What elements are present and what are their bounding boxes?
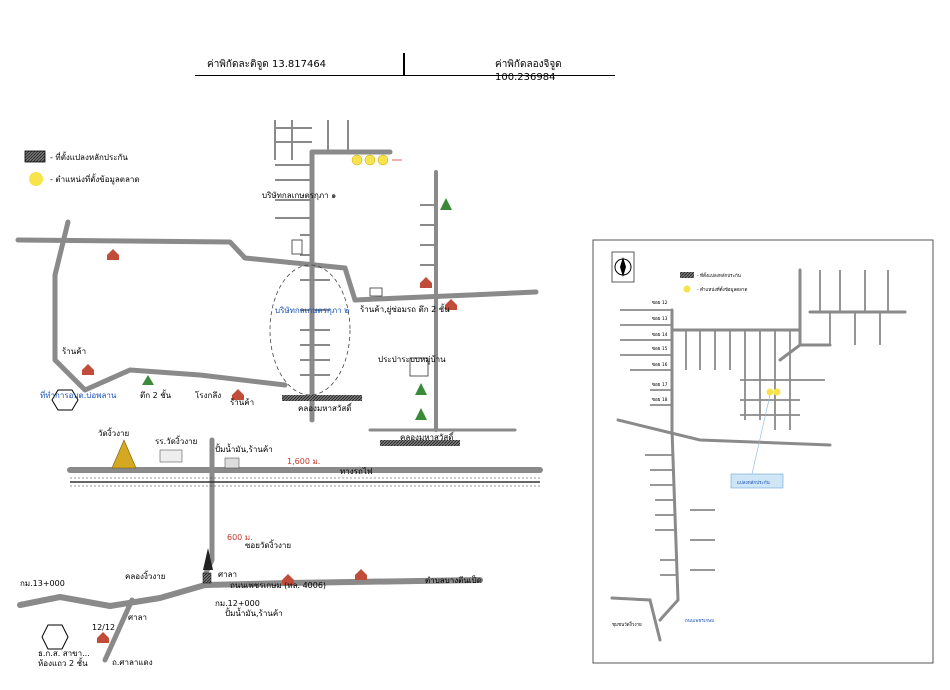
market-point-2 (364, 154, 376, 166)
store-icon (224, 457, 240, 469)
inset-map: - ที่ตั้งแปลงหลักประกัน - ตำแหน่งที่ตั้ง… (592, 239, 934, 664)
house-icon-6 (445, 299, 457, 310)
shop-mid-label: ร้านค้า (230, 398, 254, 407)
canal-block-right (380, 440, 460, 446)
road-upper-main (15, 237, 539, 303)
market-point-1 (351, 154, 363, 166)
road-left-loop (52, 219, 288, 393)
km-left-label: กม.13+000 (20, 579, 65, 588)
pavilion-1-label: ศาลา (218, 570, 237, 579)
house-icon-2 (82, 364, 94, 375)
store-house-label: ปั้มน้ำมัน,ร้านค้า (215, 443, 273, 454)
building-icon-1 (291, 239, 303, 255)
inset-legend-parcel-label: - ที่ตั้งแปลงหลักประกัน (697, 272, 741, 279)
house-icon-8 (97, 632, 109, 643)
distance-2-label: 600 ม. (227, 533, 253, 542)
inset-legend-parcel-swatch (680, 272, 694, 278)
hexagon-icon-1 (51, 389, 79, 411)
top-soi-lines (274, 120, 436, 376)
hexagon-icon-2 (41, 624, 69, 650)
village-middle-label: บริษัทกลเกษตรกุภา ๒ (275, 306, 349, 315)
inset-soi-label-6: ซอย 17 (652, 382, 668, 388)
inset-market-point-1 (766, 388, 774, 396)
canal-mid-label: คลองมหาสวัสดิ์ (298, 402, 353, 413)
km-mid-label: กม.12+000 (215, 599, 260, 608)
compass-needle-icon (620, 257, 626, 277)
parcel-marker (202, 572, 212, 584)
inset-legend-market-swatch (683, 285, 691, 293)
inset-callout-line (751, 394, 771, 475)
parcel-area-oval (269, 264, 351, 396)
canal-block-mid (282, 395, 362, 401)
latitude-label: ค่าพิกัดละติจูด 13.817464 (207, 59, 327, 70)
road-bottom-label: ถ.ศาลาแดง (112, 658, 153, 667)
inset-market-point-2 (773, 388, 781, 396)
house-icon-3 (232, 389, 244, 400)
inset-callout-box (730, 473, 784, 489)
house-label: ห้องแถว 2 ชั้น (38, 657, 88, 668)
spire-icon (203, 548, 213, 570)
school-label: รร.วัดงิ้วงาย (155, 435, 197, 446)
highway-label: ถนนเพชรเกษม (ทล. 4006) (230, 581, 326, 590)
house-icon-1 (107, 249, 119, 260)
house-icon-4 (282, 574, 294, 585)
bank-label: ธ.ก.ส. สาขา... (38, 649, 90, 658)
legend-market-swatch (29, 172, 43, 186)
shop-cluster-label: ร้านค้า,ยู่ซ่อมรถ ตึก 2 ชั้น (360, 303, 450, 315)
inset-soi-label-1: ซอย 12 (652, 300, 668, 306)
inset-soi-label-3: ซอย 14 (652, 332, 668, 338)
tree-icon-2 (440, 198, 452, 210)
house-icon-5 (355, 569, 367, 580)
district-office-label: ที่ทำการอบต.บ่อพลาน (40, 389, 117, 400)
temple-label: วัดงิ้วงาย (98, 427, 129, 438)
legend-parcel-label: - ที่ตั้งแปลงหลักประกัน (50, 151, 128, 162)
distance-1-label: 1,600 ม. (287, 457, 320, 466)
village-top-label: บริษัทกลเกษตรกุภา ๑ (262, 191, 336, 200)
market-point-3 (377, 154, 389, 166)
tree-icon-3 (415, 383, 427, 395)
inset-callout-label: แปลงหลักประกัน (737, 480, 770, 486)
soi-label: ซอยวัดงิ้วงาย (245, 539, 291, 550)
school-icon (159, 449, 183, 463)
shop-left-label: ร้านค้า (62, 347, 86, 356)
house-icon-7 (420, 277, 432, 288)
inset-soi-label-7: ซอย 18 (652, 397, 668, 403)
railway-track (70, 477, 540, 487)
to-direction-label: ตำบลบางตีนเป็ด (425, 575, 482, 585)
tree-icon-4 (415, 408, 427, 420)
main-map: - ที่ตั้งแปลงหลักประกัน - ตำแหน่งที่ตั้ง… (15, 120, 543, 668)
inset-legend-market-label: - ตำแหน่งที่ตั้งข้อมูลตลาด (697, 286, 747, 293)
inset-sois (620, 270, 889, 576)
inset-soi-label-5: ซอย 16 (652, 362, 668, 368)
pavilion-2-label: ศาลา (128, 613, 147, 622)
coordinates-divider (403, 53, 405, 75)
building-icon-3 (369, 287, 383, 297)
fuel-shop-label: ปั้มน้ำมัน,ร้านค้า (225, 607, 283, 618)
irrigation-label: ประปาระบบหมู่บ้าน (378, 355, 446, 365)
road-bottom-branch (102, 597, 135, 663)
inset-bottom-label: ชุมชนวัดงิ้วงาย (612, 621, 642, 628)
tree-icon-1 (142, 375, 154, 385)
inset-soi-label-4: ซอย 15 (652, 346, 668, 352)
railway-label: ทางรถไฟ (340, 467, 373, 476)
legend-market-label: - ตำแหน่งที่ตั้งข้อมูลตลาด (50, 173, 140, 185)
building-icon-2 (409, 357, 429, 377)
factory-label: โรงกลึง (195, 390, 221, 400)
inset-soi-label-2: ซอย 13 (652, 316, 668, 322)
coordinates-bar: ค่าพิกัดละติจูด 13.817464 ค่าพิกัดลองจิจ… (195, 53, 615, 83)
temple-icon (111, 439, 137, 469)
longitude-label: ค่าพิกัดลองจิจูด 100.236984 (495, 59, 562, 83)
legend-parcel-swatch (24, 150, 46, 163)
building-2f-label: ตึก 2 ชั้น (140, 389, 172, 400)
inset-road-label: ถนนเพชรเกษม (685, 618, 714, 624)
unit-label: 12/12 (92, 623, 115, 632)
canal-right-label: คลองมหาสวัสดิ์ (400, 431, 455, 442)
canal-bottom-label: คลองงิ้วงาย (125, 570, 165, 581)
